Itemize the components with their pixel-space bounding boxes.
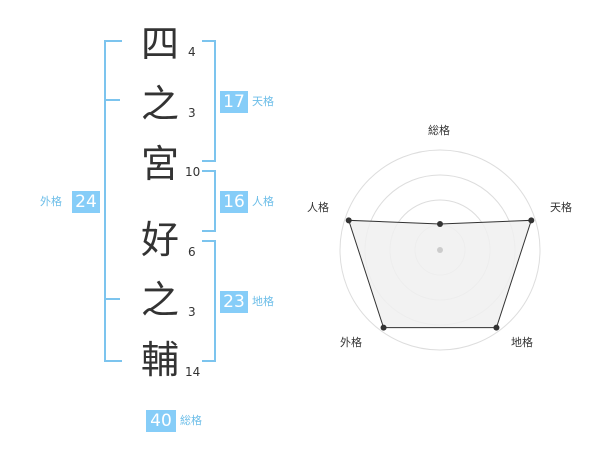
- gaikaku-bracket-tick-bottom: [106, 298, 120, 300]
- stroke-count-2: 3: [188, 106, 196, 120]
- gaikaku-label: 外格: [40, 195, 62, 208]
- name-char-5: 之: [140, 278, 179, 322]
- radar-point-3: [493, 324, 500, 331]
- stroke-count-6: 14: [185, 365, 201, 379]
- jinkaku-value-badge: 16: [220, 191, 248, 213]
- jinkaku-bracket: [202, 170, 216, 232]
- name-char-1: 四: [140, 22, 179, 66]
- soukaku-label: 総格: [180, 414, 202, 427]
- radar-point-5: [345, 217, 352, 224]
- radar-axis-label-soukaku: 総格: [428, 124, 450, 137]
- gaikaku-value-badge: 24: [72, 191, 100, 213]
- tenkaku-value-badge: 17: [220, 91, 248, 113]
- chikaku-bracket: [202, 240, 216, 362]
- chikaku-value-badge: 23: [220, 291, 248, 313]
- tenkaku-bracket: [202, 40, 216, 162]
- stroke-count-5: 3: [188, 305, 196, 319]
- soukaku-value-badge: 40: [146, 410, 176, 432]
- radar-center-dot: [437, 247, 443, 253]
- jinkaku-label: 人格: [252, 195, 274, 208]
- radar-ring-4: [339, 149, 541, 351]
- stroke-count-3: 10: [185, 165, 201, 179]
- tenkaku-label: 天格: [252, 95, 274, 108]
- name-char-6: 輔: [140, 338, 179, 382]
- stroke-count-4: 6: [188, 245, 196, 259]
- radar-point-2: [528, 217, 535, 224]
- chikaku-label: 地格: [252, 295, 274, 308]
- radar-axis-label-gaikaku: 外格: [340, 336, 362, 349]
- radar-axis-label-tenkaku: 天格: [550, 201, 572, 214]
- name-char-2: 之: [140, 82, 179, 126]
- name-char-3: 宮: [140, 142, 179, 186]
- name-char-4: 好: [140, 218, 179, 262]
- gaikaku-bracket-tick-top: [106, 99, 120, 101]
- stroke-count-1: 4: [188, 45, 196, 59]
- radar-axis-label-jinkaku: 人格: [307, 201, 329, 214]
- radar-axis-label-chikaku: 地格: [511, 336, 533, 349]
- radar-point-4: [380, 324, 387, 331]
- radar-series-polygon: [348, 219, 532, 329]
- gaikaku-bracket: [104, 40, 122, 362]
- radar-point-1: [437, 221, 443, 227]
